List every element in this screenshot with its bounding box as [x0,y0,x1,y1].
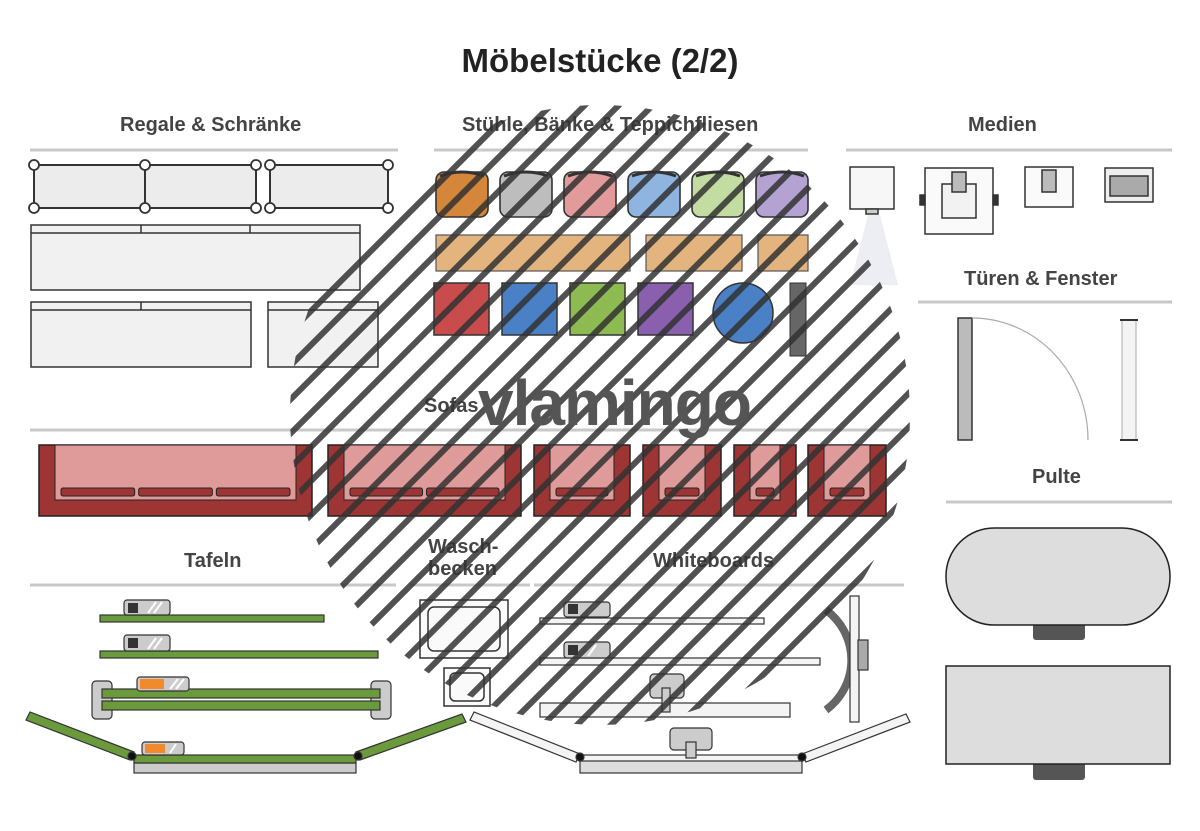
chalkboards [91,599,392,720]
chair [627,170,681,218]
hatch-line [383,105,910,725]
desk-rect [945,665,1171,780]
cabinet-large [30,224,361,291]
hatch-line [290,105,681,725]
hatch-line [290,105,545,725]
selection-handles [28,159,394,214]
hatch-line [417,105,910,725]
sofas-row [38,444,887,517]
hatch-line [621,105,910,725]
hatch-line [290,105,749,725]
monitor-icon [1104,167,1154,203]
hatch-line [290,105,715,725]
page-title: Möbelstücke (2/2) [461,42,739,79]
hatch-line [485,105,910,725]
ceiling-projector-icon [919,167,999,235]
section-title-tueren: Türen & Fenster [964,268,1118,290]
beamer-icon [849,166,898,285]
hatch-line [655,105,910,725]
camera-icon [1024,166,1074,208]
hatch-line [290,105,579,725]
section-title-regale: Regale & Schränke [120,114,302,136]
sofa [327,444,522,517]
hatch-line [349,105,910,725]
sofa [38,444,313,517]
cabinet-medium [30,301,252,368]
hatch-line [451,105,910,725]
hatch-line [587,105,910,725]
brand-logo: vlamingo [478,367,752,439]
shelf-unit-selected [33,164,389,209]
window-icon [1120,319,1138,441]
door-icon [957,317,1089,441]
hatch-line [553,105,910,725]
chair [563,170,617,218]
hatch-line [290,105,817,725]
chalkboard-foldable [25,711,467,774]
section-title-pulte: Pulte [1032,466,1081,488]
watermark-hatching [290,105,910,725]
hatch-line [290,105,783,725]
hatch-line [290,105,613,725]
hatch-line [290,105,851,725]
whiteboard-rotating [823,595,869,723]
whiteboard-foldable [469,711,911,774]
desk-oval [945,527,1171,640]
hatch-line [519,105,910,725]
section-title-tafeln: Tafeln [184,550,242,572]
hatch-line [290,105,647,725]
section-title-medien: Medien [968,114,1037,136]
